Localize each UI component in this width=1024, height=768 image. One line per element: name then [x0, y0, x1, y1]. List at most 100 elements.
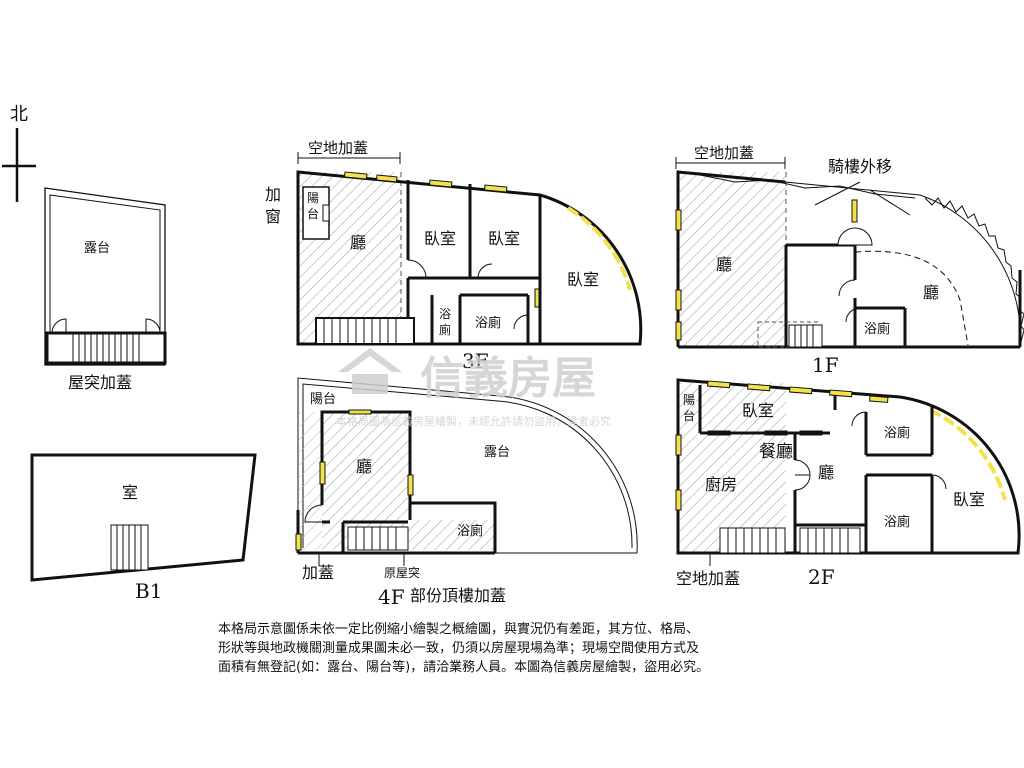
1f-door-mid [838, 279, 856, 297]
1f-plan: 空地加蓋 騎樓外移 廳 廳 [675, 144, 1024, 377]
3f-bedroom2-label: 臥室 [488, 229, 520, 248]
4f-terrace-label: 露台 [484, 445, 510, 460]
3f-curved-window [566, 206, 632, 291]
3f-outline [296, 170, 643, 346]
4f-door [304, 504, 323, 523]
2f-door-c [851, 411, 867, 427]
north-compass: 北 [2, 104, 36, 202]
1f-left-windows [675, 209, 682, 341]
roof-stair-box [45, 331, 167, 365]
b1-plan: 室 B1 [30, 453, 257, 603]
1f-bath-label: 浴廁 [864, 321, 890, 337]
2f-outline [676, 378, 1021, 555]
roof-outline [44, 187, 166, 366]
2f-balcony-2: 台 [683, 408, 695, 423]
b1-stair-treads [116, 525, 142, 570]
4f-outline-inner [302, 383, 633, 549]
2f-door-d [931, 474, 947, 490]
2f-balcony-1: 陽 [683, 393, 695, 407]
2f-annex-label: 空地加蓋 [676, 569, 740, 588]
3f-interior-walls [406, 180, 542, 344]
roof-door-right [145, 318, 161, 334]
watermark-logo [338, 348, 402, 372]
1f-hall-left-label: 廳 [716, 255, 732, 274]
4f-outline [297, 377, 638, 554]
roof-caption: 屋突加蓋 [68, 373, 132, 392]
2f-bath2-label: 浴廁 [884, 514, 910, 530]
1f-floor-label: 1F [812, 353, 839, 377]
4f-hall-label: 廳 [356, 457, 372, 476]
watermark-brand: 信義房屋 [420, 353, 596, 404]
2f-interior-walls [698, 385, 934, 553]
3f-door-c [513, 314, 529, 330]
2f-hall-label: 廳 [818, 463, 834, 482]
3f-stair-treads [323, 318, 397, 344]
4f-left-hatch [298, 412, 322, 550]
b1-floor-label: B1 [135, 579, 162, 603]
roof-terrace-label: 露台 [84, 241, 110, 256]
2f-dining-label: 餐廳 [759, 442, 793, 462]
1f-door-top [837, 227, 873, 246]
b1-room-label: 室 [122, 483, 138, 502]
3f-added-window-2: 窗 [265, 207, 281, 226]
2f-plan: 陽 台 臥室 餐廳 廚房 廳 浴廁 浴廁 臥室 空地加蓋 2F [675, 378, 1021, 589]
3f-bath-label: 浴廁 [475, 315, 501, 331]
2f-curved-window [929, 408, 1007, 501]
1f-window [851, 199, 858, 223]
4f-stairs [347, 526, 409, 551]
2f-door-b [794, 474, 811, 491]
3f-bedroom3-label: 臥室 [567, 270, 599, 289]
3f-bedroom1-label: 臥室 [424, 229, 456, 248]
3f-floor-label: 3F [462, 349, 489, 373]
3f-bath-small-2: 廁 [439, 322, 451, 337]
1f-door-bath [845, 307, 861, 323]
north-label: 北 [10, 104, 28, 125]
1f-outline-left [676, 170, 786, 347]
2f-floor-label: 2F [808, 565, 835, 589]
2f-stairs-b [799, 527, 861, 554]
4f-annex-label: 加蓋 [302, 563, 334, 582]
2f-bedroom2-label: 臥室 [953, 490, 985, 509]
4f-balcony-label: 陽台 [310, 392, 336, 407]
1f-dashed-boundary [854, 250, 969, 346]
1f-arcade-line [699, 174, 916, 199]
3f-windows [343, 171, 541, 308]
roof-plan: 露台 屋突加蓋 [44, 187, 167, 392]
4f-annex-hatch [410, 520, 495, 550]
roof-stairs [72, 333, 140, 363]
b1-outline [30, 453, 257, 582]
4f-floor-label: 4F [378, 585, 405, 609]
3f-hall-label: 廳 [350, 233, 366, 252]
disclaimer-line-1: 本格局示意圖係未依一定比例縮小繪製之概繪圖，與實況仍有差距，其方位、格局、 [218, 622, 700, 637]
2f-kitchen-label: 廚房 [705, 475, 737, 494]
4f-windows [295, 409, 414, 551]
3f-balcony-1: 陽 [307, 191, 319, 205]
2f-annex-hatch [678, 383, 786, 553]
3f-annex-label: 空地加蓋 [308, 139, 368, 157]
disclaimer-line-2: 形狀等與地政機關測量成果圖未必一致，仍須以房屋現場為準；現場空間使用方式及 [218, 641, 700, 656]
roof-door-left [51, 318, 67, 334]
4f-bath-label: 浴廁 [457, 523, 483, 539]
4f-plan: 陽台 廳 露台 浴廁 加蓋 原屋突 4F 部份頂樓加蓋 [295, 377, 638, 609]
3f-plan: 空地加蓋 [265, 139, 643, 346]
1f-annex-label: 空地加蓋 [694, 144, 754, 162]
2f-bath1-label: 浴廁 [884, 425, 910, 441]
1f-arcade-label: 騎樓外移 [828, 157, 892, 176]
1f-stairs [788, 324, 823, 348]
2f-door-a [794, 459, 811, 476]
3f-door-b [477, 263, 493, 279]
1f-arcade-zigzag [924, 197, 1024, 343]
watermark-logo-base [352, 374, 388, 394]
3f-door-a [407, 259, 427, 279]
disclaimer-notes: 本格局示意圖係未依一定比例縮小繪製之概繪圖，與實況仍有差距，其方位、格局、 形狀… [218, 620, 818, 677]
watermark-line: 本格局圖為信義房屋繪製，未經允許請勿盜用，違者必究 [336, 414, 611, 428]
4f-caption: 部份頂樓加蓋 [410, 586, 506, 605]
2f-bedroom1-label: 臥室 [742, 401, 774, 420]
4f-original-roof-label: 原屋突 [384, 565, 420, 580]
disclaimer-line-3: 面積有無登記(如：露台、陽台等)，請洽業務人員。本圖為信義房屋繪製，盜用必究。 [218, 660, 710, 675]
3f-bath-small-1: 浴 [439, 307, 451, 321]
watermark: 信義房屋 本格局圖為信義房屋繪製，未經允許請勿盜用，違者必究 [336, 348, 611, 428]
3f-added-window-1: 加 [265, 185, 281, 204]
3f-balcony-door [322, 204, 330, 222]
